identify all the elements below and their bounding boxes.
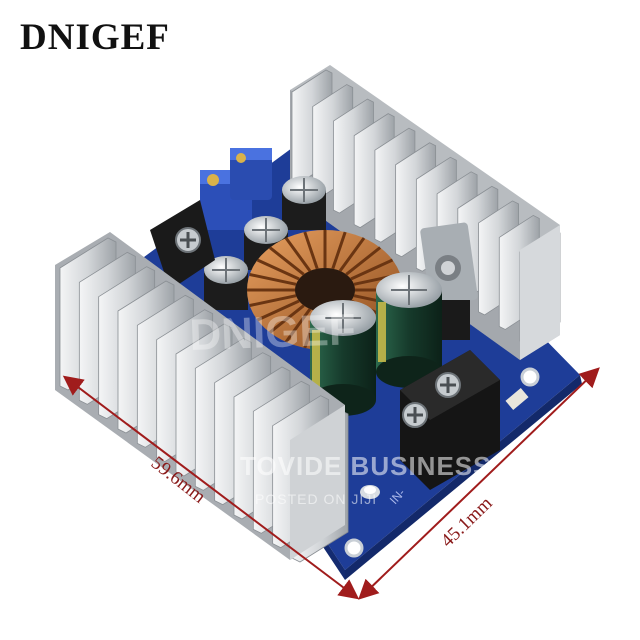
svg-text:DNIGEF: DNIGEF (189, 305, 357, 360)
potentiometer-2 (230, 148, 272, 200)
capacitor-large-2 (376, 272, 442, 388)
coil-wire (256, 299, 300, 322)
dimension-width-label: 45.1mm (437, 493, 497, 552)
terminal-screw-1 (435, 372, 461, 398)
capacitor-small-3 (204, 256, 248, 310)
terminal-screw-2 (402, 402, 428, 428)
coil-wire (256, 258, 300, 281)
coil-wire (284, 308, 312, 343)
coil-wire (249, 294, 297, 307)
coil-wire (284, 237, 312, 272)
coil-wire (249, 273, 297, 286)
coil-wire (331, 231, 347, 270)
coil-wire (345, 246, 382, 276)
capacitor-small-1 (282, 176, 326, 230)
coil-wire (303, 231, 319, 270)
coil-wire (268, 246, 305, 276)
coil-wire (350, 258, 394, 281)
brand-logo: DNIGEF (20, 17, 170, 58)
watermark-line-2: POSTED ON JIJI (255, 491, 377, 507)
coil-wire (338, 237, 366, 272)
coil-wire (268, 304, 305, 334)
watermark-line-1: TOVIDE BUSINESS (240, 451, 491, 481)
terminal-block-left (150, 200, 215, 290)
